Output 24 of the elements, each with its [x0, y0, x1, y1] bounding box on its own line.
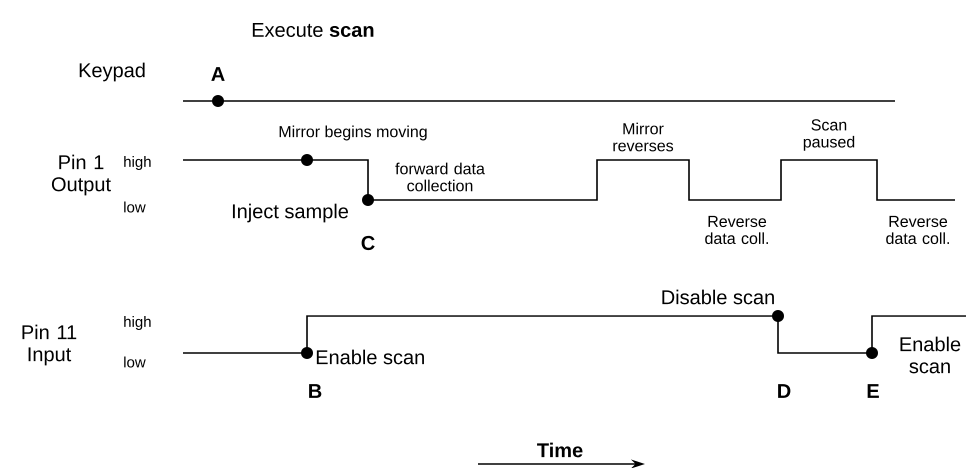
level-label: high: [124, 316, 151, 330]
event-letter: E: [868, 384, 879, 398]
event-label: Inject sample: [232, 204, 348, 222]
event-label: Reverse data coll.: [705, 216, 768, 244]
event-label: Mirror reverses: [613, 122, 674, 152]
event-letter: C: [362, 236, 375, 250]
level-label: high: [124, 156, 151, 170]
event-label: Enable scan: [316, 350, 424, 364]
signal-name: Pin 11 Input: [22, 324, 76, 366]
axis-label: Time: [537, 442, 582, 458]
event-label: Mirror begins moving: [280, 126, 427, 140]
event-letter: D: [778, 384, 790, 398]
level-label: low: [124, 202, 146, 212]
signal-name: Keypad: [80, 62, 145, 82]
event-letter: A: [211, 67, 225, 81]
event-label: Disable scan: [662, 290, 774, 304]
level-label: low: [124, 356, 146, 368]
event-label: Scan paused: [804, 119, 854, 151]
event-label: forward data collection: [395, 162, 485, 192]
signal-name: Pin 1 Output: [52, 154, 111, 196]
event-label: Enable scan: [900, 336, 960, 374]
event-letter: B: [309, 384, 322, 398]
event-label: Reverse data coll.: [886, 216, 949, 244]
event-label: Execute scan: [252, 23, 374, 37]
